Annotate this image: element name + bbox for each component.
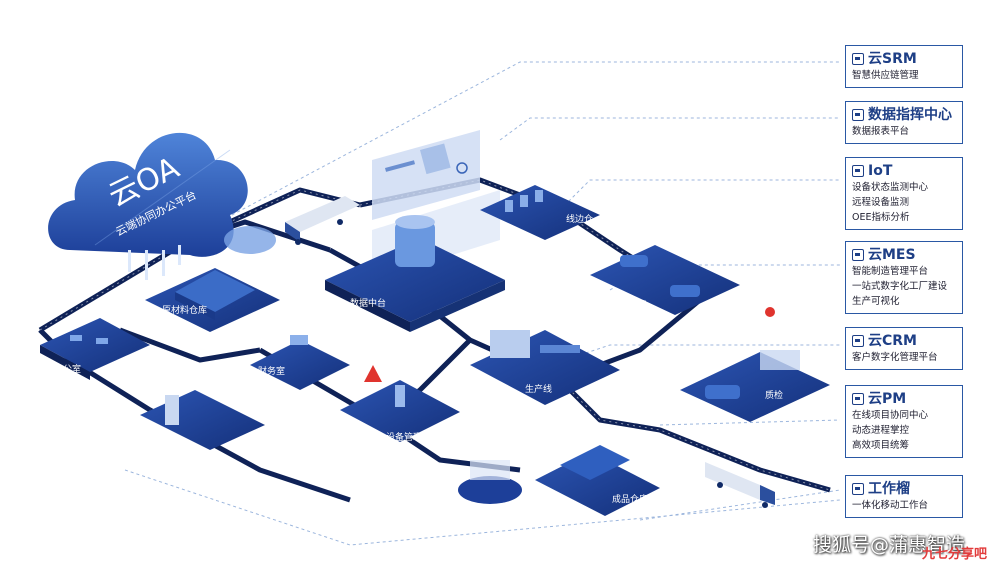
mes-icon — [852, 249, 864, 261]
panel-data-command-title: 数据指挥中心 — [868, 107, 952, 123]
cloud-oa[interactable]: 云OA 云端协同办公平台 — [48, 132, 248, 280]
zone-finished-warehouse[interactable]: 成品仓库 — [535, 445, 660, 516]
panel-mes-line: 一站式数字化工厂建设 — [852, 281, 948, 292]
alarm-light-icon — [765, 307, 775, 317]
panel-srm-title: 云SRM — [868, 51, 917, 67]
zone-finance[interactable]: 财务室 — [250, 335, 350, 390]
zone-label-assembly: 装配线 — [620, 299, 647, 311]
zone-production[interactable]: 生产线 — [470, 330, 620, 405]
chart-hologram — [224, 226, 276, 254]
zone-label-quality: 质检 — [765, 389, 783, 401]
panel-mes-title: 云MES — [868, 247, 916, 263]
panel-workbench-line: 一体化移动工作台 — [852, 500, 929, 511]
iot-icon — [852, 165, 864, 177]
panel-pm-line: 动态进程掌控 — [852, 425, 910, 436]
zone-label-data-center: 数据中台 — [350, 297, 386, 309]
zone-quality[interactable]: 质检 — [680, 307, 830, 422]
zone-meeting[interactable] — [458, 460, 522, 504]
panel-mes-line: 生产可视化 — [852, 296, 900, 307]
pm-icon — [852, 393, 864, 405]
warning-icon — [364, 365, 382, 382]
panel-crm[interactable]: 云CRM 客户数字化管理平台 — [845, 327, 963, 370]
panel-iot-line: 远程设备监测 — [852, 197, 910, 208]
zone-label-finance: 财务室 — [258, 365, 285, 377]
workbench-icon — [852, 483, 864, 495]
panel-srm[interactable]: 云SRM 智慧供应链管理 — [845, 45, 963, 88]
zone-label-equipment: 设备管理 — [386, 431, 422, 443]
dashed-connectors — [124, 61, 841, 546]
monitor-icon — [852, 109, 864, 121]
zone-data-center[interactable]: 数据中台 — [325, 215, 505, 332]
srm-icon — [852, 53, 864, 65]
panel-workbench-title: 工作榴 — [868, 481, 910, 497]
zone-office[interactable]: 办公室 — [40, 318, 150, 380]
panel-crm-title: 云CRM — [868, 333, 917, 349]
truck-top — [285, 196, 360, 245]
watermark-text: 搜狐号@蒲惠智造 — [813, 534, 966, 556]
zone-assembly[interactable]: 装配线 — [590, 245, 740, 315]
panel-pm[interactable]: 云PM 在线项目协同中心 动态进程掌控 高效项目统筹 — [845, 385, 963, 458]
truck-bottom — [705, 462, 775, 508]
zone-edge-warehouse[interactable]: 线边仓 — [480, 185, 600, 240]
panel-iot-line: 设备状态监测中心 — [852, 182, 929, 193]
zone-label-production: 生产线 — [525, 383, 552, 395]
panel-crm-line: 客户数字化管理平台 — [852, 352, 938, 363]
zone-label-raw-warehouse: 原材料仓库 — [162, 304, 207, 316]
panel-iot[interactable]: IoT 设备状态监测中心 远程设备监测 OEE指标分析 — [845, 157, 963, 230]
panel-data-command-line: 数据报表平台 — [852, 126, 910, 137]
panel-data-command[interactable]: 数据指挥中心 数据报表平台 — [845, 101, 963, 144]
zone-label-edge: 线边仓 — [566, 213, 593, 225]
panel-pm-title: 云PM — [868, 391, 907, 407]
panel-workbench[interactable]: 工作榴 一体化移动工作台 — [845, 475, 963, 518]
panel-pm-line: 在线项目协同中心 — [852, 410, 929, 421]
zone-label-office: 办公室 — [54, 363, 81, 375]
panel-iot-title: IoT — [868, 163, 893, 179]
magnifier-icon — [456, 162, 468, 174]
panel-mes-line: 智能制造管理平台 — [852, 266, 929, 277]
panel-iot-line: OEE指标分析 — [852, 212, 910, 223]
zone-lobby[interactable] — [140, 390, 265, 450]
zone-raw-warehouse[interactable]: 原材料仓库 — [145, 268, 280, 332]
panel-pm-line: 高效项目统筹 — [852, 440, 910, 451]
zone-equipment[interactable]: 设备管理 — [340, 380, 460, 443]
panel-mes[interactable]: 云MES 智能制造管理平台 一站式数字化工厂建设 生产可视化 — [845, 241, 963, 314]
zone-label-finished: 成品仓库 — [612, 493, 648, 505]
watermark-badge: 九七分享吧 — [922, 547, 988, 562]
panel-srm-line: 智慧供应链管理 — [852, 70, 919, 81]
crm-icon — [852, 335, 864, 347]
